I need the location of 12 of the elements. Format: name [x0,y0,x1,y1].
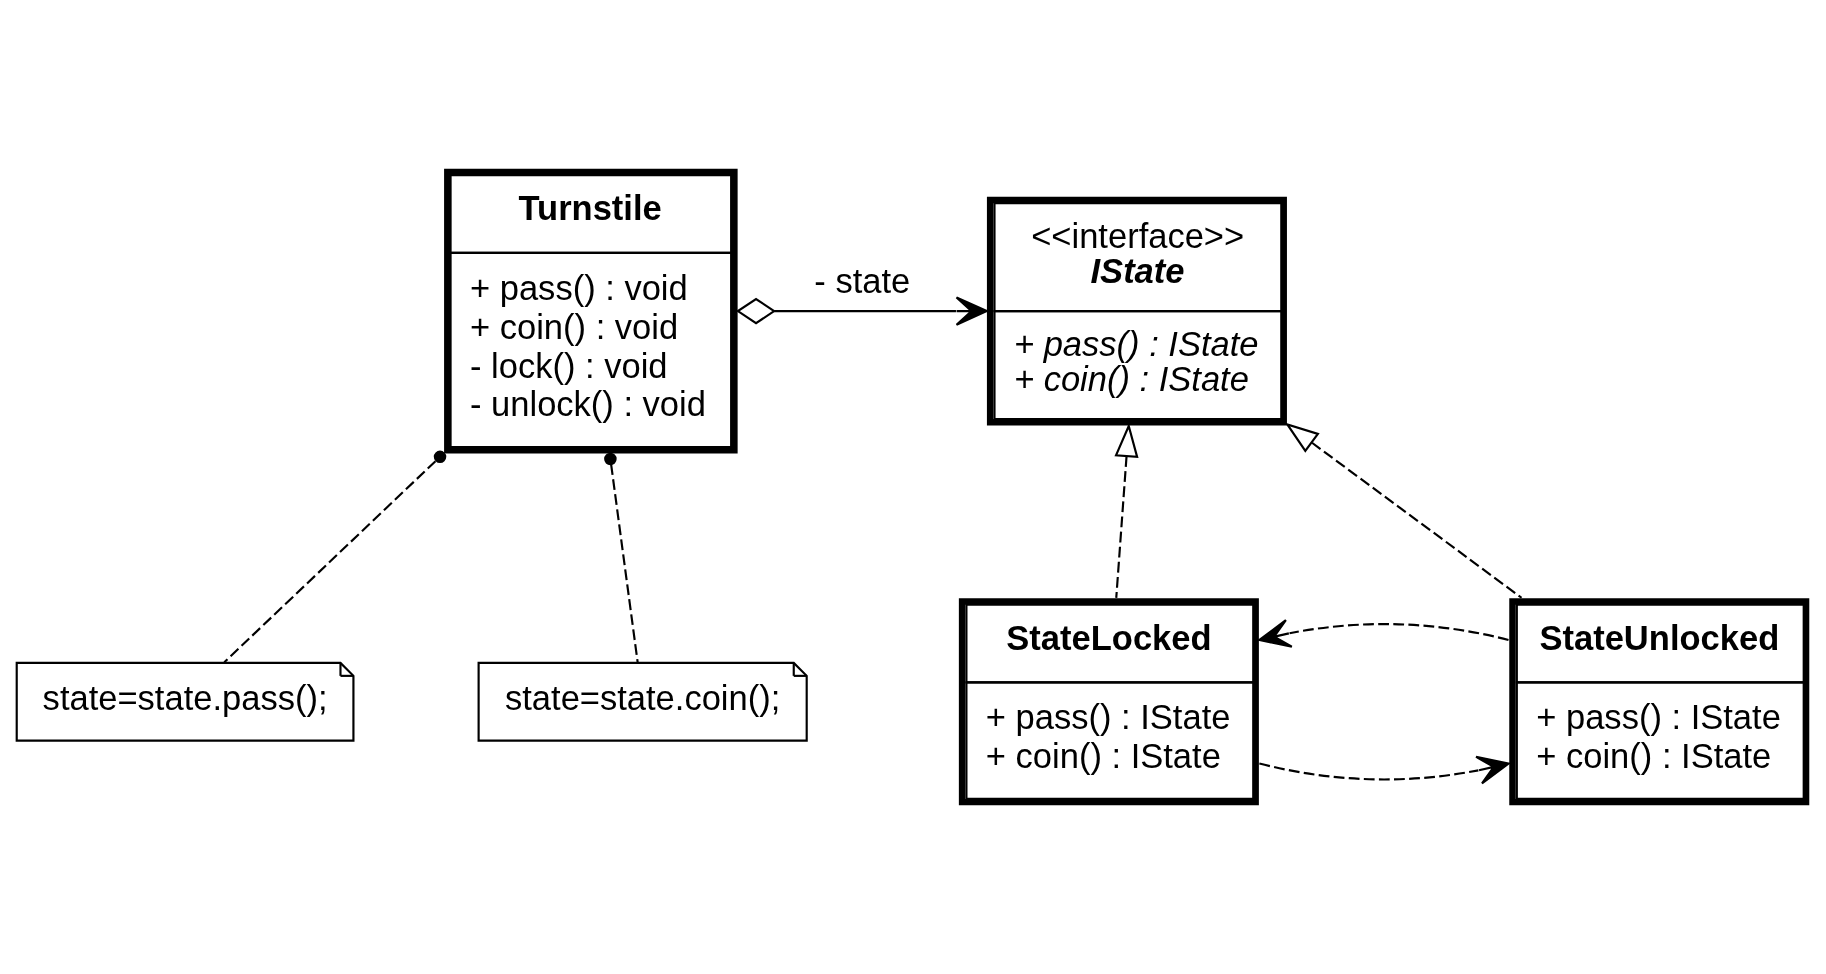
connector [223,450,447,664]
node-box: <<interface>> IState + pass() : IState + coin() : IState [986,196,1287,426]
arrow [1284,422,1523,599]
edge-label: - state [814,262,911,301]
node-box: Turnstile + pass() : void + coin() : void - lock() : void - unlock() : void [444,168,738,454]
connector [604,452,639,663]
arrow [1259,755,1510,785]
node-box: StateUnlocked + pass() : IState + coin() : IState [1509,598,1810,806]
arrow [1258,619,1509,648]
node-box: StateLocked + pass() : IState + coin() : IState [958,598,1259,806]
arrow [735,296,988,326]
arrow [1114,422,1139,598]
